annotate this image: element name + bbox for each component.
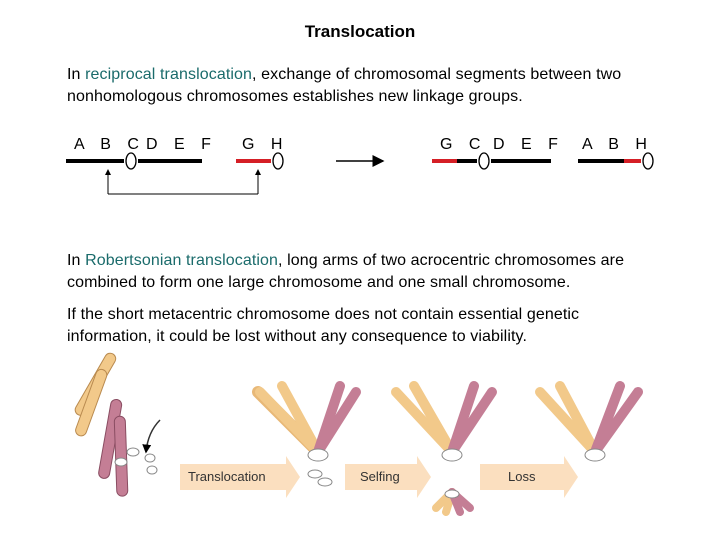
robertsonian-term: Robertsonian translocation <box>85 252 279 269</box>
reciprocal-term: reciprocal translocation <box>85 66 253 83</box>
caption-translocation: Translocation <box>188 469 266 484</box>
label-abh: A B H <box>582 136 653 153</box>
chromosome-1-before <box>66 152 202 170</box>
stage-2-chromosomes <box>252 381 361 487</box>
robertsonian-illustration <box>74 352 643 516</box>
translocation-arrow <box>180 456 300 498</box>
caption-loss: Loss <box>508 469 536 484</box>
stage-1-chromosomes <box>74 352 161 497</box>
chromosome-2-after <box>578 152 654 170</box>
loss-paragraph: If the short metacentric chromosome does… <box>67 306 580 345</box>
robertsonian-paragraph: In Robertsonian translocation, long arms… <box>67 250 667 294</box>
selfing-arrow <box>345 456 431 498</box>
label-abc: A B C <box>74 136 145 153</box>
chromosome-2-before <box>236 152 284 170</box>
robertsonian-intro: In <box>67 252 86 269</box>
label-gc: G C <box>440 136 487 153</box>
exchange-bracket <box>105 169 261 195</box>
stage-3-chromosomes <box>391 381 497 516</box>
page-title: Translocation <box>304 22 416 41</box>
label-gh: G H <box>242 136 289 153</box>
loss-arrow <box>480 456 578 498</box>
reciprocal-paragraph: In reciprocal translocation, exchange of… <box>67 64 667 108</box>
label-def: D E F <box>146 136 217 153</box>
caption-selfing: Selfing <box>360 469 400 484</box>
stage-4-chromosomes <box>535 381 643 462</box>
chromosome-1-after <box>432 152 551 170</box>
label-def-after: D E F <box>493 136 564 153</box>
reciprocal-intro: In <box>67 66 86 83</box>
robertsonian-description: , long arms of two acrocentric chromosom… <box>67 252 625 291</box>
reciprocal-description: , exchange of chromosomal segments betwe… <box>67 66 622 105</box>
